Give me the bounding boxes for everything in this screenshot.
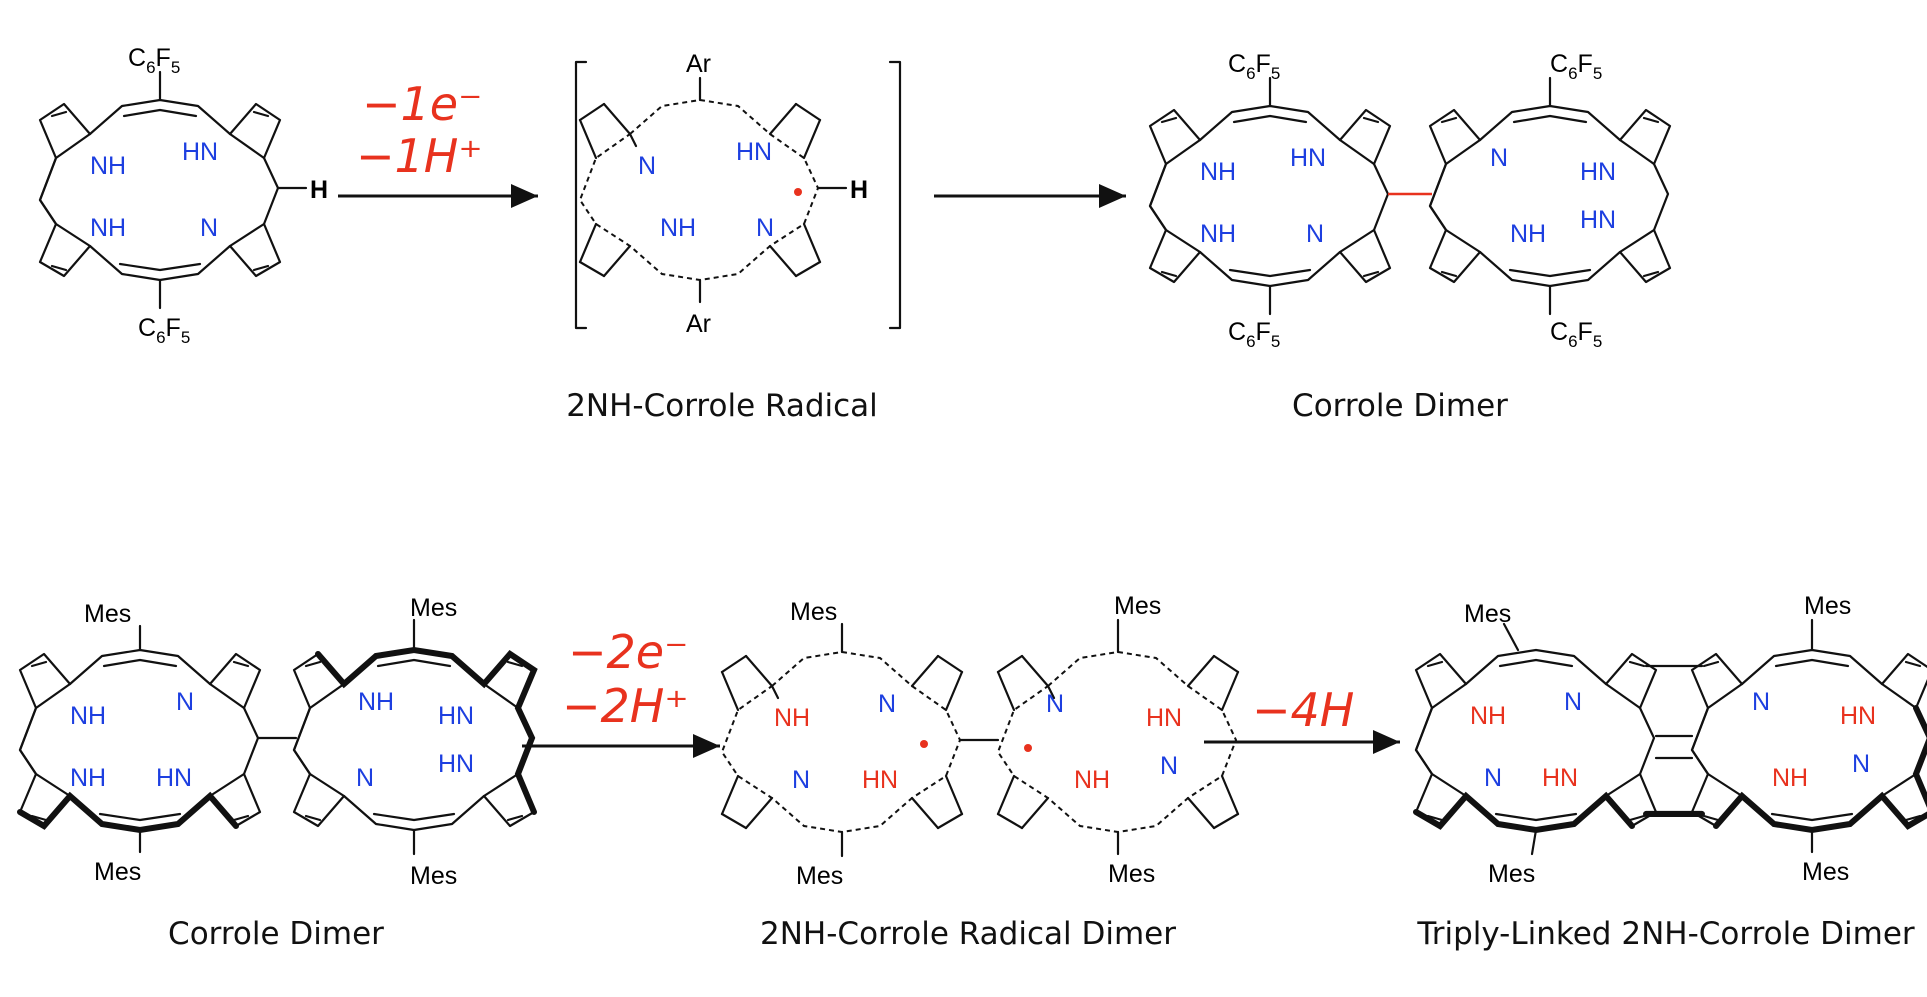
start-corrole: C6F5 C6F5 H NH HN NH N	[38, 44, 328, 347]
mes-label: Mes	[796, 862, 843, 890]
dimer-caption: Corrole Dimer	[1292, 388, 1508, 424]
mes-label: Mes	[410, 594, 457, 622]
hn-label: HN	[1146, 704, 1182, 732]
radical-caption: 2NH-Corrole Radical	[566, 388, 878, 424]
step3: −4H	[1204, 683, 1400, 754]
step1-proton-label: −1H⁺	[356, 129, 483, 183]
hn-label: HN	[1580, 206, 1616, 234]
mes-label: Mes	[84, 600, 131, 628]
triply-caption: Triply-Linked 2NH-Corrole Dimer	[1416, 916, 1915, 952]
n-label: N	[356, 764, 374, 792]
hn-label: HN	[736, 138, 772, 166]
hn-label: HN	[156, 764, 192, 792]
mes-label: Mes	[1464, 600, 1511, 628]
c6f5-label: C6F5	[1228, 318, 1280, 351]
radical-dimer: Mes Mes NH N N HN Mes Mes N HN NH N	[720, 592, 1240, 890]
hn-label: HN	[1290, 144, 1326, 172]
n-label: N	[200, 214, 218, 242]
n-label: N	[638, 152, 656, 180]
nh-label: NH	[70, 702, 106, 730]
radical-dot	[794, 188, 802, 196]
mes-label: Mes	[1114, 592, 1161, 620]
n-label: N	[878, 690, 896, 718]
c6f5-label: C6F5	[1228, 50, 1280, 83]
mes-label: Mes	[1488, 860, 1535, 888]
n-label-2: N	[756, 214, 774, 242]
step2: −2e⁻ −2H⁺	[522, 625, 720, 758]
mes-label: Mes	[790, 598, 837, 626]
c6f5-bottom-label: C6F5	[138, 314, 190, 347]
hn-label: HN	[1580, 158, 1616, 186]
mes-label: Mes	[1804, 592, 1851, 620]
step1: −1e⁻ −1H⁺	[338, 77, 538, 208]
nh-label: NH	[1200, 158, 1236, 186]
n-label: N	[1484, 764, 1502, 792]
mes-label: Mes	[1108, 860, 1155, 888]
triply-linked-dimer: Mes Mes NH N N HN Mes Mes N HN NH N	[1413, 592, 1927, 888]
nh-label: NH	[1470, 702, 1506, 730]
nh-label: NH	[90, 152, 126, 180]
n-label: N	[1046, 690, 1064, 718]
n-label: N	[1490, 144, 1508, 172]
nh-label: NH	[1074, 766, 1110, 794]
c6f5-top-label: C6F5	[128, 44, 180, 77]
nh-label: NH	[358, 688, 394, 716]
nh-label-2: NH	[90, 214, 126, 242]
radical-dimer-caption: 2NH-Corrole Radical Dimer	[760, 916, 1176, 952]
step3-label: −4H	[1252, 683, 1354, 737]
hn-label: HN	[862, 766, 898, 794]
n-label: N	[1852, 750, 1870, 778]
mes-label: Mes	[410, 862, 457, 890]
nh-label: NH	[70, 764, 106, 792]
hn-label: HN	[438, 702, 474, 730]
mes-label: Mes	[94, 858, 141, 886]
radical-intermediate: Ar Ar H N HN NH N	[574, 50, 902, 338]
hn-label: HN	[1840, 702, 1876, 730]
ar-bottom-label: Ar	[686, 310, 711, 338]
corrole-dimer-bottom: Mes Mes NH N NH HN Mes Mes NH HN N HN	[17, 594, 538, 890]
c6f5-label: C6F5	[1550, 50, 1602, 83]
n-label: N	[1564, 688, 1582, 716]
step2-proton-label: −2H⁺	[562, 679, 689, 733]
c6f5-label: C6F5	[1550, 318, 1602, 351]
nh-label: NH	[1772, 764, 1808, 792]
hn-label: HN	[438, 750, 474, 778]
step2-electron-label: −2e⁻	[568, 625, 688, 679]
hn-label: HN	[182, 138, 218, 166]
ar-top-label: Ar	[686, 50, 711, 78]
n-label: N	[1160, 752, 1178, 780]
n-label: N	[176, 688, 194, 716]
nh-label: NH	[1200, 220, 1236, 248]
corrole-dimer-top: C6F5 C6F5 NH HN NH N C6F5 C6F5 N HN NH H…	[1148, 50, 1672, 351]
step1-electron-label: −1e⁻	[362, 77, 482, 131]
meso-h-label: H	[850, 176, 868, 204]
dimer-caption-2: Corrole Dimer	[168, 916, 384, 952]
mes-label: Mes	[1802, 858, 1849, 886]
nh-label: NH	[660, 214, 696, 242]
n-label: N	[1752, 688, 1770, 716]
n-label: N	[792, 766, 810, 794]
radical-dot	[1024, 744, 1032, 752]
radical-dot	[920, 740, 928, 748]
nh-label: NH	[774, 704, 810, 732]
hn-label: HN	[1542, 764, 1578, 792]
nh-label: NH	[1510, 220, 1546, 248]
meso-h-label: H	[310, 176, 328, 204]
n-label: N	[1306, 220, 1324, 248]
